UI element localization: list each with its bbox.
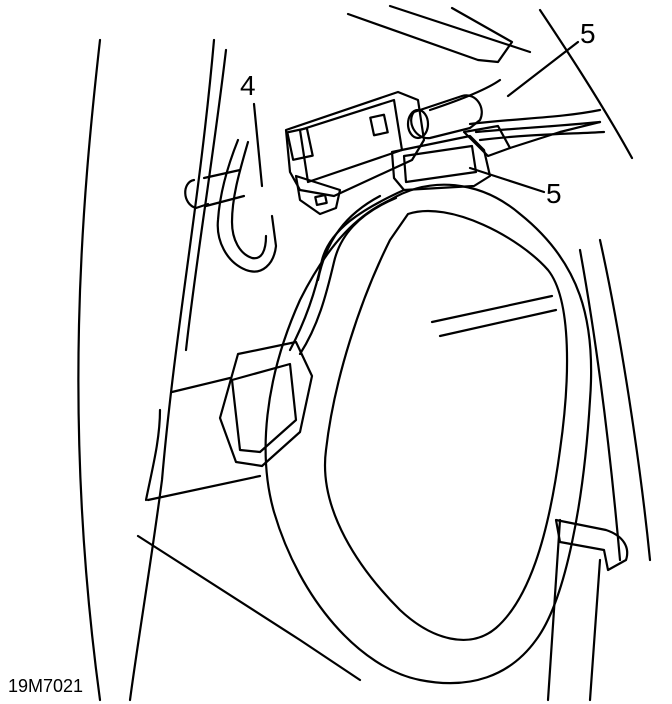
callout-5-lower: 5 [546,178,562,209]
right-pillar-1 [540,10,632,158]
callout-5-top: 5 [580,18,596,49]
leader-5b [470,168,544,192]
top-plug-cable [510,122,600,148]
motor-end [408,110,428,138]
glare-line-1 [432,296,552,322]
right-pillar-3 [580,250,620,560]
right-pillar-2 [600,240,650,560]
harness-lower-2 [300,198,396,354]
module-tab [287,128,312,160]
door-trim-lower-3 [146,410,160,500]
connector-body [392,136,490,190]
wire-loop [218,140,276,272]
lower-bracket [296,176,340,214]
lower-connector [220,342,312,466]
door-trim-lower [172,378,230,392]
upper-module-face [300,100,402,182]
callout-4: 4 [240,70,256,101]
leader-4 [254,104,262,186]
right-pillar-4 [548,520,560,700]
upper-module [286,92,424,196]
harness-lower-1 [290,190,404,350]
lower-connector-face [232,364,296,452]
glare-line-2 [440,310,556,336]
harness-upper-4 [480,132,604,140]
harness-upper-3 [476,122,600,132]
body-panel-edge [78,40,100,700]
door-trim-bottom [138,536,360,680]
wire-loop-2 [232,142,266,258]
pin-shaft [204,170,244,206]
top-frame [348,8,512,62]
door-frame-edge [130,40,214,700]
top-frame-2 [390,6,530,52]
door-frame-inner [186,50,226,350]
right-pillar-5 [590,560,600,700]
clip-bracket [556,520,627,570]
harness-lower-3 [318,196,380,280]
harness-upper-2 [470,110,600,124]
pin [185,180,208,208]
mirror-glass [325,211,567,640]
module-slot [370,115,387,136]
bracket-hole [315,195,326,205]
leader-5a [508,42,578,96]
mirror-housing-outer [266,185,592,683]
door-trim-lower-2 [148,476,260,500]
harness-upper-1 [430,80,500,110]
figure-code: 19M7021 [8,676,84,696]
connector-face [404,146,476,182]
